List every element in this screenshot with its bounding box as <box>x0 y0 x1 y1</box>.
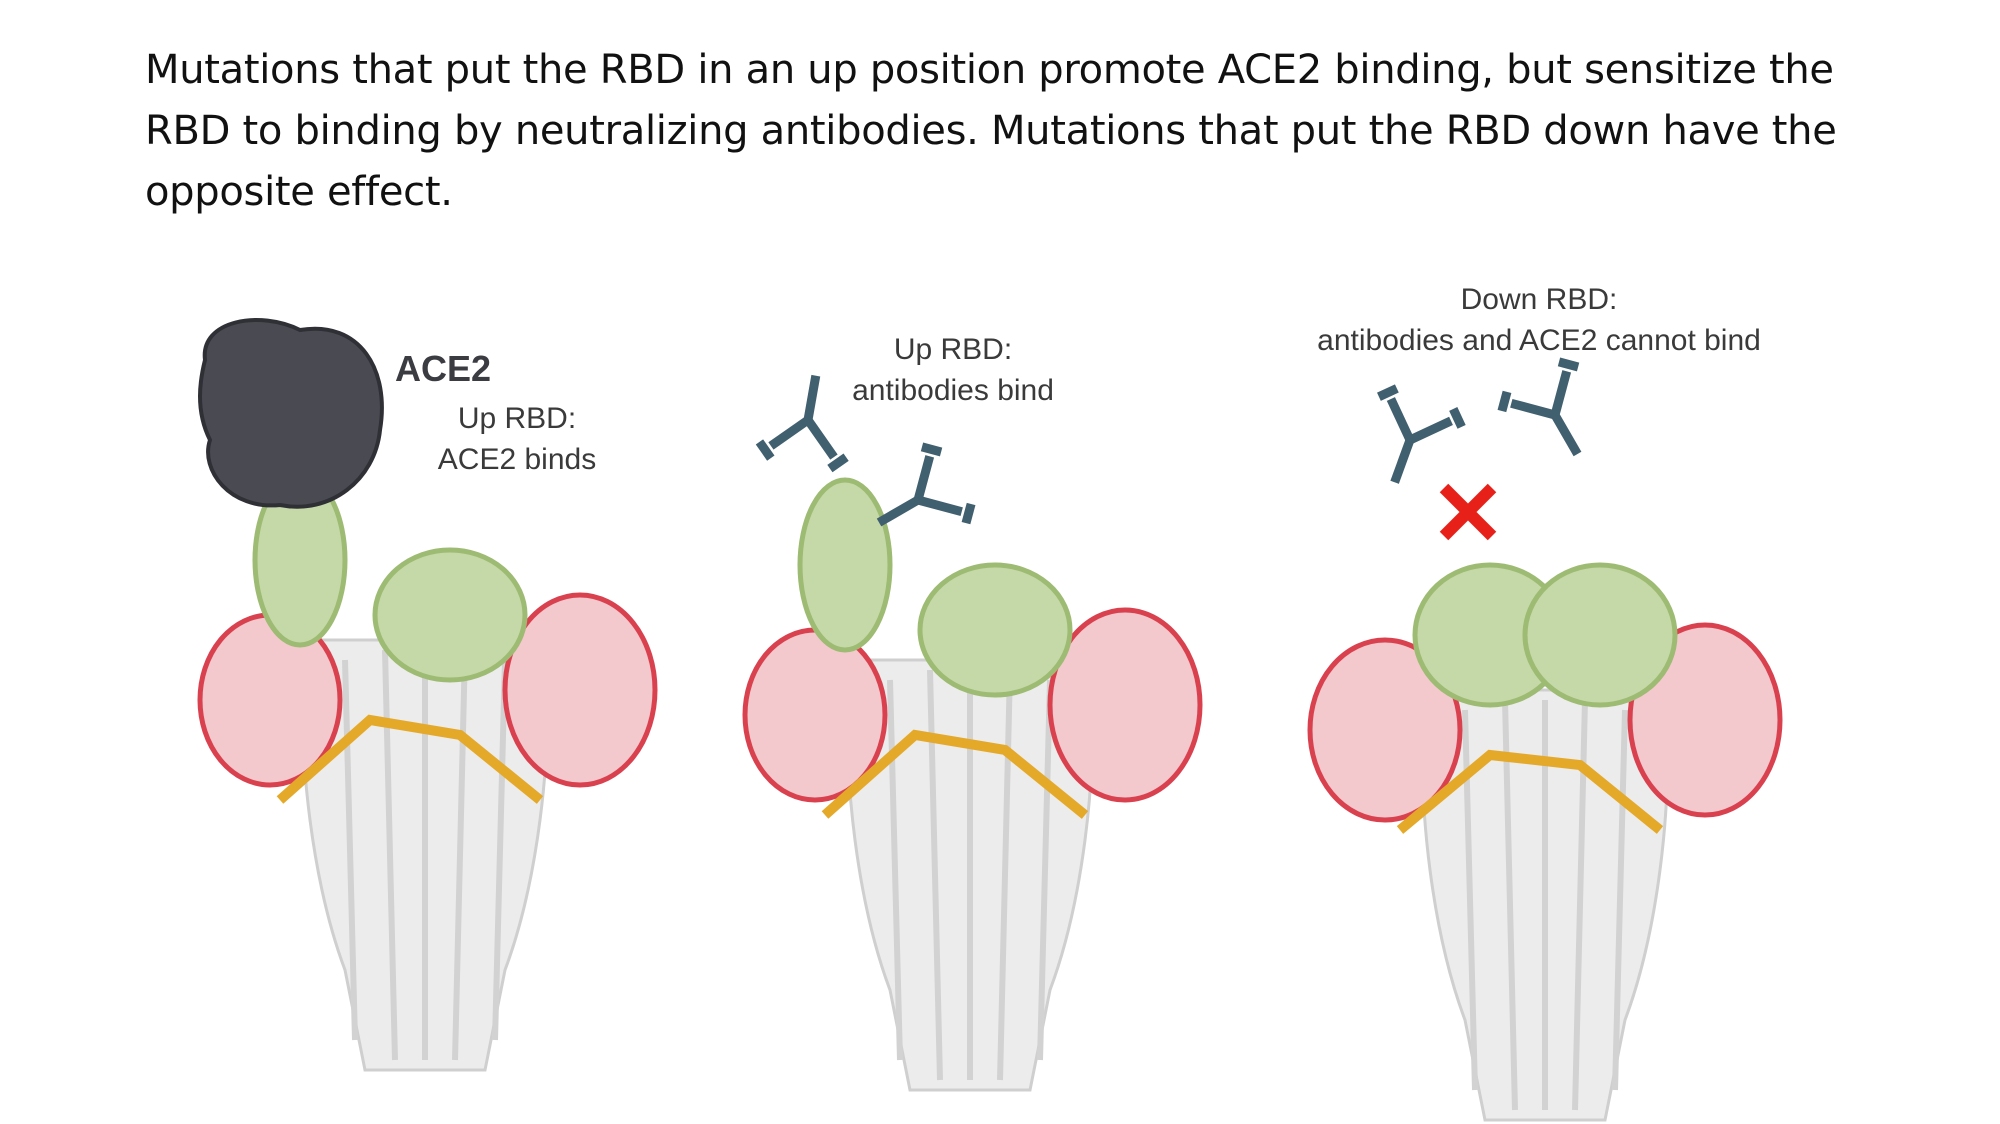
panel1-label-line1: Up RBD: <box>457 402 577 435</box>
panel2-label-line2: antibodies bind <box>852 374 1054 407</box>
ntd-right <box>502 592 658 788</box>
spike-structure-down <box>1307 355 1783 1120</box>
antibody-icon <box>757 368 859 471</box>
ace2-structure <box>198 318 384 509</box>
spike-structure-up-ace2 <box>197 318 658 1070</box>
panel1-label-line2: ACE2 binds <box>437 443 597 476</box>
blocked-x-icon <box>1439 483 1497 541</box>
rbd-down <box>372 547 528 683</box>
slide-title: Mutations that put the RBD in an up posi… <box>145 47 1837 215</box>
antibody-icon <box>1353 384 1466 498</box>
spike-structure-up-antibodies <box>742 368 1203 1090</box>
ace2-label: ACE2 <box>395 348 492 389</box>
antibody-icon <box>1495 355 1616 476</box>
panel3-label-line2: antibodies and ACE2 cannot bind <box>1317 324 1761 357</box>
panel3-label-line1: Down RBD: <box>1460 283 1618 316</box>
panel2-label-line1: Up RBD: <box>893 333 1013 366</box>
